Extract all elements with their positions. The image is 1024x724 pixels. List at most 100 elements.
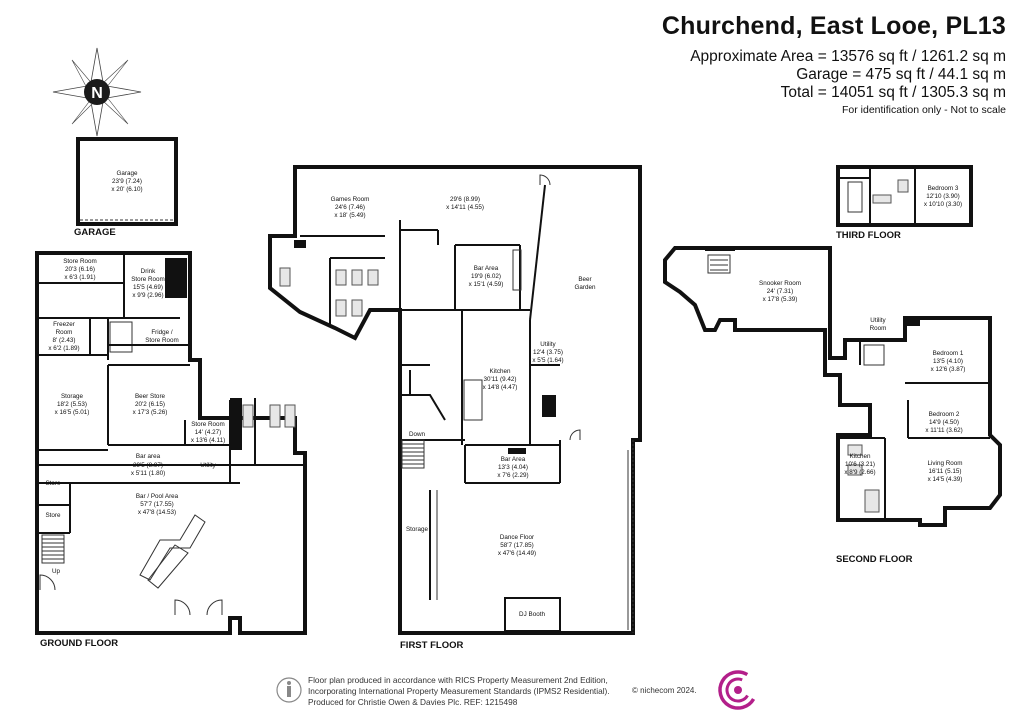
- room-utility-second-name: Utility: [870, 317, 886, 324]
- room-bedroom2-dim1: 14'9 (4.50): [929, 419, 959, 426]
- room-fridge-store-name2: Store Room: [145, 337, 179, 344]
- room-games-dim2: x 18' (5.49): [334, 212, 365, 219]
- room-living-name: Living Room: [928, 460, 963, 467]
- approximate-area: Approximate Area = 13576 sq ft / 1261.2 …: [690, 48, 1006, 65]
- room-utility-second-name2: Room: [870, 325, 887, 332]
- room-bar-area-ground-name: Bar area: [136, 453, 161, 460]
- ground-floor-plan: Store Room 20'3 (6.16) x 6'3 (1.91) Drin…: [35, 251, 307, 649]
- stair-down-label: Down: [409, 431, 426, 438]
- floor-label-ground: GROUND FLOOR: [40, 638, 118, 649]
- room-dj-booth-name: DJ Booth: [519, 611, 545, 618]
- room-bar-area-2-dim2: x 7'6 (2.29): [497, 472, 528, 479]
- footer-line-3: Produced for Christie Owen & Davies Plc.…: [308, 697, 518, 707]
- room-bedroom1-dim2: x 12'6 (3.87): [931, 366, 966, 373]
- room-freezer-dim1: 8' (2.43): [53, 337, 76, 344]
- room-garage-dim1: 23'9 (7.24): [112, 178, 142, 185]
- room-bedroom3-name: Bedroom 3: [928, 185, 959, 192]
- room-drink-store-name: Drink: [141, 268, 157, 275]
- room-bar-pool-dim1: 57'7 (17.55): [140, 501, 173, 508]
- room-store-room2-dim1: 14' (4.27): [195, 429, 221, 436]
- room-beer-store-dim1: 20'2 (6.15): [135, 401, 165, 408]
- room-store1-name: Store: [45, 480, 61, 487]
- room-freezer-name2: Room: [56, 329, 73, 336]
- room-bedroom3-dim1: 12'10 (3.90): [926, 193, 959, 200]
- compass-icon: N: [52, 47, 142, 137]
- room-games-dim1: 24'6 (7.46): [335, 204, 365, 211]
- footer-line-1: Floor plan produced in accordance with R…: [308, 675, 608, 685]
- room-store2-name: Store: [45, 512, 61, 519]
- room-dance-floor-dim1: 58'7 (17.85): [500, 542, 533, 549]
- room-bar-area-1-dim2: x 15'1 (4.59): [469, 281, 504, 288]
- room-beer-store-dim2: x 17'3 (5.26): [133, 409, 168, 416]
- disclaimer: For identification only - Not to scale: [842, 104, 1006, 116]
- property-title: Churchend, East Looe, PL13: [661, 12, 1006, 40]
- room-drink-store-dim2: x 9'9 (2.96): [132, 292, 163, 299]
- room-snooker-dim1: 24' (7.31): [767, 288, 793, 295]
- room-dance-floor-dim2: x 47'6 (14.49): [498, 550, 536, 557]
- room-garage-dim2: x 20' (6.10): [111, 186, 142, 193]
- room-utility-ground-name: Utility: [200, 462, 216, 469]
- room-storage-first-name: Storage: [406, 526, 429, 533]
- room-store-room2-dim2: x 13'6 (4.11): [191, 437, 225, 444]
- nichecom-logo-icon: [718, 670, 758, 710]
- room-kitchen-second-dim1: 10'6 (3.21): [845, 461, 875, 468]
- room-storage-ground-dim2: x 16'5 (5.01): [55, 409, 90, 416]
- room-utility-first-dim1: 12'4 (3.75): [533, 349, 563, 356]
- room-drink-store-name2: Store Room: [131, 276, 165, 283]
- third-floor-plan: Bedroom 3 12'10 (3.90) x 10'10 (3.30) TH…: [836, 165, 973, 241]
- first-floor-plan: Games Room 24'6 (7.46) x 18' (5.49) 29'6…: [268, 165, 642, 651]
- room-bar-area-ground-dim2: x 5'11 (1.80): [131, 470, 165, 477]
- footer-line-2: Incorporating International Property Mea…: [308, 686, 610, 696]
- room-bar-area-1-name: Bar Area: [474, 265, 499, 272]
- garage-area: Garage = 475 sq ft / 44.1 sq m: [796, 66, 1006, 83]
- room-beer-store-name: Beer Store: [135, 393, 166, 400]
- staircase-icon: [41, 534, 65, 564]
- room-storage-ground-name: Storage: [61, 393, 84, 400]
- room-freezer-name: Freezer: [53, 321, 75, 328]
- room-bar-area-1-dim1: 19'9 (6.02): [471, 273, 501, 280]
- room-store-room-name: Store Room: [63, 258, 97, 265]
- room-kitchen-second-dim2: x 8'9 (2.66): [844, 469, 875, 476]
- room-beer-garden-name2: Garden: [574, 284, 596, 291]
- garage-plan: Garage 23'9 (7.24) x 20' (6.10) GARAGE: [74, 137, 178, 238]
- copyright: © nichecom 2024.: [632, 686, 697, 695]
- room-kitchen-second-name: Kitchen: [849, 453, 871, 460]
- room-bar-area-2-dim1: 13'3 (4.04): [498, 464, 528, 471]
- room-bar-pool-dim2: x 47'8 (14.53): [138, 509, 176, 516]
- room-bar-area-2-name: Bar Area: [501, 456, 526, 463]
- room-snooker-name: Snooker Room: [759, 280, 801, 287]
- room-drink-store-dim1: 15'5 (4.69): [133, 284, 163, 291]
- staircase-first-icon: [401, 439, 425, 469]
- room-store-room-dim1: 20'3 (6.16): [65, 266, 95, 273]
- room-kitchen-first-name: Kitchen: [489, 368, 511, 375]
- room-kitchen-first-dim1: 30'11 (9.42): [484, 376, 517, 383]
- room-bedroom2-dim2: x 11'11 (3.62): [925, 427, 962, 434]
- room-bar-pool-name: Bar / Pool Area: [136, 493, 179, 500]
- floor-label-third: THIRD FLOOR: [836, 230, 901, 241]
- room-beer-garden-name: Beer: [578, 276, 591, 283]
- room-games-ext-dim2: x 14'11 (4.55): [446, 204, 484, 211]
- floor-label-first: FIRST FLOOR: [400, 640, 463, 651]
- room-bedroom1-dim1: 13'5 (4.10): [933, 358, 963, 365]
- room-store-room-dim2: x 6'3 (1.91): [64, 274, 95, 281]
- floor-label-garage: GARAGE: [74, 227, 116, 238]
- room-living-dim2: x 14'5 (4.39): [928, 476, 963, 483]
- room-storage-ground-dim1: 18'2 (5.53): [57, 401, 87, 408]
- room-utility-first-dim2: x 5'5 (1.64): [532, 357, 563, 364]
- room-games-ext-dim1: 29'6 (8.99): [450, 196, 480, 203]
- room-utility-first-name: Utility: [540, 341, 556, 348]
- room-bedroom3-dim2: x 10'10 (3.30): [924, 201, 962, 208]
- room-store-room2-name: Store Room: [191, 421, 225, 428]
- room-bedroom2-name: Bedroom 2: [929, 411, 960, 418]
- footer-text: Floor plan produced in accordance with R…: [308, 675, 610, 708]
- room-garage-name: Garage: [116, 170, 138, 177]
- room-snooker-dim2: x 17'8 (5.39): [763, 296, 798, 303]
- room-games-name: Games Room: [331, 196, 370, 203]
- floor-label-second: SECOND FLOOR: [836, 554, 913, 565]
- room-freezer-dim2: x 6'2 (1.89): [48, 345, 79, 352]
- room-bar-area-ground-dim1: 29'5 (8.97): [133, 462, 163, 469]
- room-bedroom1-name: Bedroom 1: [933, 350, 964, 357]
- room-living-dim1: 16'11 (5.15): [929, 468, 962, 475]
- total-area: Total = 14051 sq ft / 1305.3 sq m: [780, 84, 1006, 101]
